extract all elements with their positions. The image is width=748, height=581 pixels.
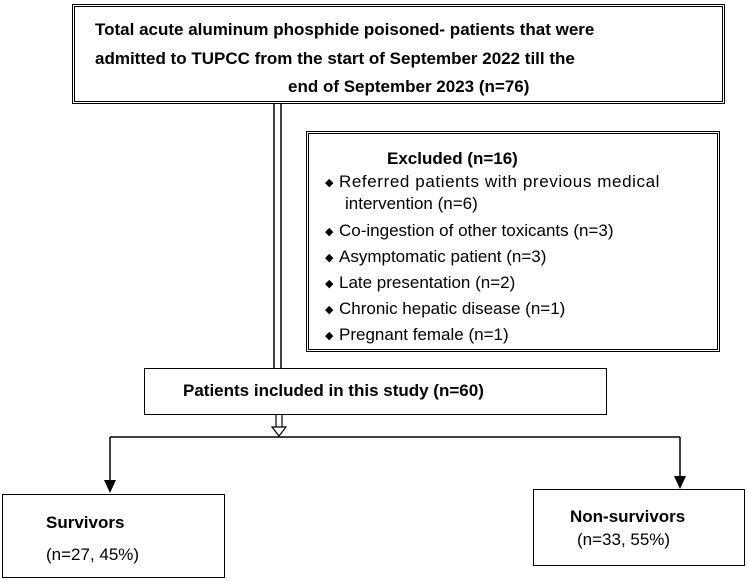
- excluded-item-asymptomatic: ◆ Asymptomatic patient (n=3): [325, 245, 546, 270]
- excluded-item-label: Pregnant female (n=1): [339, 325, 509, 344]
- total-patients-line3: end of September 2023 (n=76): [288, 77, 530, 96]
- diamond-bullet-icon: ◆: [325, 226, 334, 238]
- diamond-bullet-icon: ◆: [325, 252, 334, 264]
- excluded-item-pregnant: ◆ Pregnant female (n=1): [325, 323, 509, 348]
- survivors-box: Survivors (n=27, 45%): [2, 494, 225, 578]
- excluded-box: Excluded (n=16) ◆ Referred patients with …: [306, 131, 720, 352]
- excluded-item-label: Chronic hepatic disease (n=1): [339, 299, 566, 318]
- nonsurvivors-value: (n=33, 55%): [577, 530, 671, 549]
- included-patients-box: Patients included in this study (n=60): [144, 368, 607, 415]
- total-patients-line1: Total acute aluminum phosphide poisoned-…: [95, 20, 595, 39]
- excluded-item-label: Asymptomatic patient (n=3): [339, 247, 547, 266]
- diamond-bullet-icon: ◆: [325, 304, 334, 316]
- arrow-to-nonsurvivors: [674, 476, 686, 489]
- diamond-bullet-icon: ◆: [325, 330, 334, 342]
- arrow-to-survivors: [104, 480, 116, 493]
- nonsurvivors-box: Non-survivors (n=33, 55%): [533, 489, 745, 566]
- total-patients-box: Total acute aluminum phosphide poisoned-…: [72, 4, 725, 104]
- survivors-value: (n=27, 45%): [46, 545, 140, 564]
- excluded-item-hepatic: ◆ Chronic hepatic disease (n=1): [325, 297, 565, 322]
- excluded-item-referred-cont: intervention (n=6): [345, 194, 478, 213]
- diamond-bullet-icon: ◆: [325, 278, 334, 290]
- excluded-item-label: Late presentation (n=2): [339, 273, 516, 292]
- excluded-title: Excluded (n=16): [387, 149, 518, 168]
- survivors-title: Survivors: [46, 513, 125, 532]
- diamond-bullet-icon: ◆: [325, 177, 335, 189]
- included-patients-label: Patients included in this study (n=60): [183, 381, 484, 400]
- excluded-item-label: Referred patients with previous medical: [339, 172, 661, 191]
- hollow-arrow-down: [270, 426, 288, 437]
- total-patients-line2: admitted to TUPCC from the start of Sept…: [95, 49, 575, 68]
- nonsurvivors-title: Non-survivors: [570, 507, 686, 526]
- excluded-item-referred: ◆ Referred patients with previous medical: [325, 170, 717, 195]
- excluded-item-late: ◆ Late presentation (n=2): [325, 271, 515, 296]
- excluded-item-coingestion: ◆ Co-ingestion of other toxicants (n=3): [325, 219, 614, 244]
- excluded-item-label: Co-ingestion of other toxicants (n=3): [339, 221, 614, 240]
